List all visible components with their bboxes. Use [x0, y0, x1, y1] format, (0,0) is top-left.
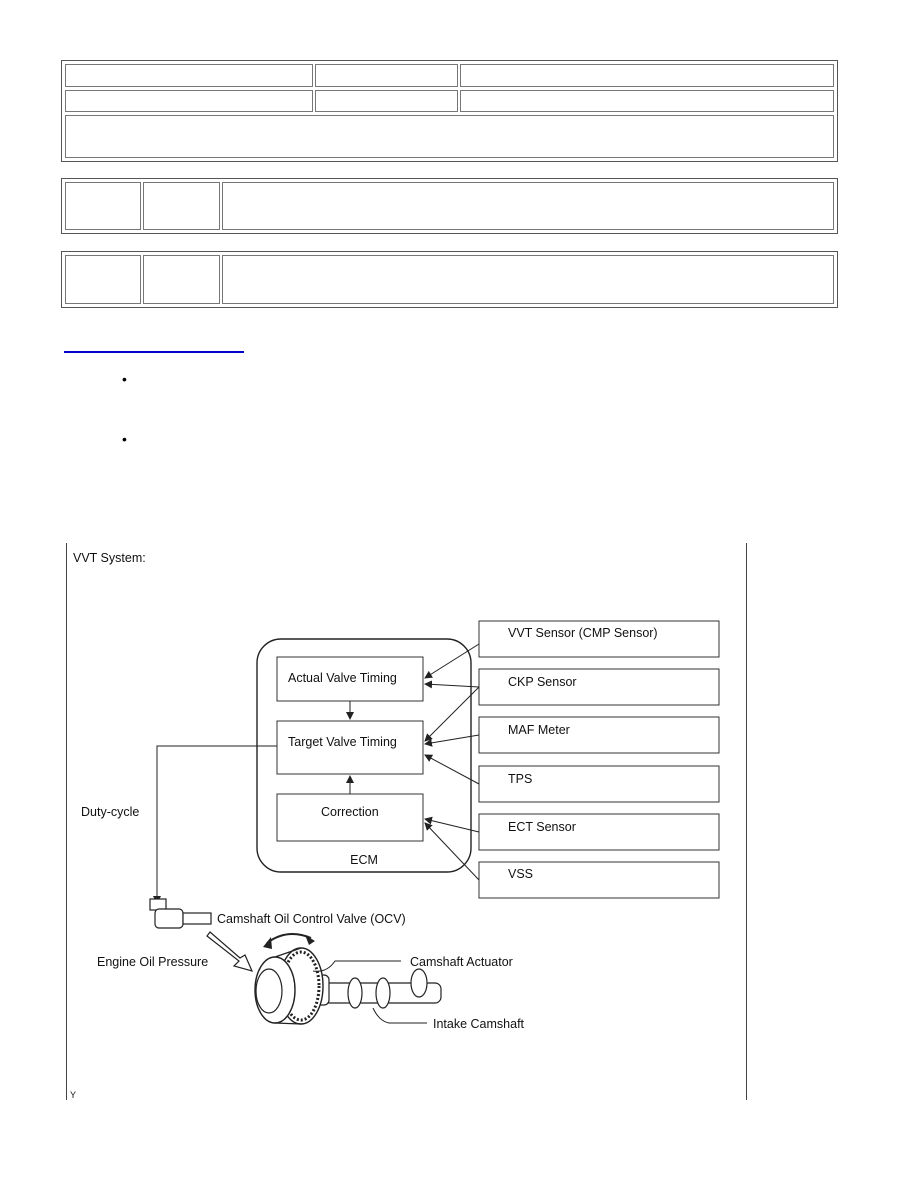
vss-label: VSS	[508, 867, 533, 881]
intake-camshaft-label: Intake Camshaft	[433, 1017, 525, 1031]
duty-cycle-label: Duty-cycle	[81, 805, 139, 819]
header-cell-2-3	[460, 90, 834, 112]
header-cell-1-3	[460, 64, 834, 87]
corner-mark: Y	[70, 1090, 76, 1100]
ckp-to-target-arrow	[424, 686, 480, 742]
header-cell-3	[65, 115, 834, 158]
figure-title: VVT System:	[73, 551, 146, 565]
info-table-1	[61, 178, 838, 234]
header-cell-2-2	[315, 90, 458, 112]
ect-sensor-box	[478, 813, 720, 851]
actual-valve-timing-label: Actual Valve Timing	[288, 671, 397, 685]
info-table-2-cell-1	[65, 255, 141, 304]
ocv-body	[154, 908, 184, 929]
ecm-box	[256, 638, 472, 873]
vss-to-correction-arrow	[424, 822, 480, 881]
section-link[interactable]	[64, 340, 244, 353]
header-cell-1-2	[315, 64, 458, 87]
tps-to-target-arrow	[424, 754, 480, 785]
vvt-sensor-label: VVT Sensor (CMP Sensor)	[508, 626, 658, 640]
header-table	[61, 60, 838, 162]
ckp-to-actual-arrow	[424, 680, 480, 689]
info-table-2-cell-2	[143, 255, 220, 304]
ect-to-correction-arrow	[424, 816, 480, 833]
maf-meter-label: MAF Meter	[508, 723, 570, 737]
ocv-label: Camshaft Oil Control Valve (OCV)	[217, 912, 406, 926]
actuator-leader	[312, 960, 401, 972]
info-table-2	[61, 251, 838, 308]
header-cell-2-1	[65, 90, 313, 112]
ocv-stem	[182, 912, 212, 925]
vvt-diagram: VVT System: ECM Actual Valve Timing Targ…	[70, 551, 720, 1100]
tps-label: TPS	[508, 772, 532, 786]
ocv-connector	[149, 898, 167, 911]
target-valve-timing-label: Target Valve Timing	[288, 735, 397, 749]
rotation-arrow	[266, 933, 312, 944]
ckp-sensor-label: CKP Sensor	[508, 675, 577, 689]
camshaft-drawing	[254, 947, 442, 1025]
oil-pressure-label: Engine Oil Pressure	[97, 955, 208, 969]
bullet-1: •	[122, 371, 127, 387]
ecm-label: ECM	[350, 853, 378, 867]
info-table-1-cell-2	[143, 182, 220, 230]
ckp-sensor-box	[478, 668, 720, 706]
vvt-to-actual-arrow	[424, 643, 480, 679]
ect-sensor-label: ECT Sensor	[508, 820, 576, 834]
correction-label: Correction	[321, 805, 379, 819]
info-table-1-cell-3	[222, 182, 834, 230]
maf-to-target-arrow	[424, 734, 480, 747]
maf-meter-box	[478, 716, 720, 754]
actuator-label: Camshaft Actuator	[410, 955, 513, 969]
vss-box	[478, 861, 720, 899]
vvt-system-figure: VVT System: ECM Actual Valve Timing Targ…	[66, 543, 747, 1100]
header-cell-1-1	[65, 64, 313, 87]
bullet-2: •	[122, 431, 127, 447]
duty-cycle-line	[153, 745, 277, 904]
info-table-1-cell-1	[65, 182, 141, 230]
tps-box	[478, 765, 720, 803]
target-valve-timing-block	[276, 720, 424, 775]
info-table-2-cell-3	[222, 255, 834, 304]
oil-pressure-arrow	[206, 931, 254, 972]
vvt-sensor-box	[478, 620, 720, 658]
intake-camshaft-leader	[372, 1007, 427, 1024]
